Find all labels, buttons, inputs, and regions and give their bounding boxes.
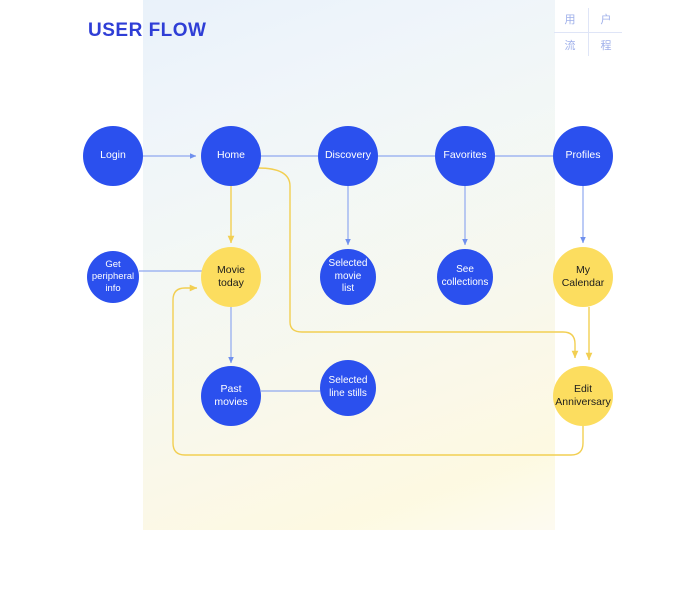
flow-node-label: Home xyxy=(216,149,245,162)
flow-node-label: My Calendar xyxy=(561,263,605,289)
flow-node-label: Get peripheral info xyxy=(91,258,135,295)
cjk-label-block: 用 户 流 程 xyxy=(552,6,624,58)
page-title: USER FLOW xyxy=(88,20,207,41)
edge-home-edit-anniversary xyxy=(257,167,579,359)
flow-node-home[interactable]: Home xyxy=(201,126,261,186)
flow-node-label: Movie today xyxy=(216,263,245,289)
cjk-char-2: 户 xyxy=(600,13,612,26)
flow-node-label: Edit Anniversary xyxy=(555,382,611,408)
flow-node-label: Selected line stills xyxy=(328,375,368,399)
edge-edit-anniversary-movie-today xyxy=(172,284,584,456)
cjk-char-3: 流 xyxy=(564,39,576,52)
flow-node-my-calendar[interactable]: My Calendar xyxy=(553,247,613,307)
cjk-char-4: 程 xyxy=(600,39,612,52)
flow-node-movie-today[interactable]: Movie today xyxy=(201,247,261,307)
flow-node-see-collections[interactable]: See collections xyxy=(437,249,493,305)
flow-node-selected-stills[interactable]: Selected line stills xyxy=(320,360,376,416)
cjk-char-1: 用 xyxy=(564,13,576,26)
flow-node-login[interactable]: Login xyxy=(83,126,143,186)
flow-node-selected-movies[interactable]: Selected movie list xyxy=(320,249,376,305)
flow-node-label: Login xyxy=(100,149,126,162)
flow-node-label: Favorites xyxy=(443,149,487,162)
flow-node-label: Discovery xyxy=(324,149,372,162)
flow-node-label: Profiles xyxy=(565,149,601,162)
flow-node-get-peripheral[interactable]: Get peripheral info xyxy=(87,251,139,303)
flow-node-label: Past movies xyxy=(214,382,248,408)
flow-node-label: See collections xyxy=(441,264,489,288)
flow-node-profiles[interactable]: Profiles xyxy=(553,126,613,186)
flow-node-discovery[interactable]: Discovery xyxy=(318,126,378,186)
flow-node-past-movies[interactable]: Past movies xyxy=(201,366,261,426)
flow-node-favorites[interactable]: Favorites xyxy=(435,126,495,186)
flow-node-label: Selected movie list xyxy=(328,257,368,295)
cjk-divider-horizontal xyxy=(554,32,622,33)
flow-node-edit-anniversary[interactable]: Edit Anniversary xyxy=(553,366,613,426)
